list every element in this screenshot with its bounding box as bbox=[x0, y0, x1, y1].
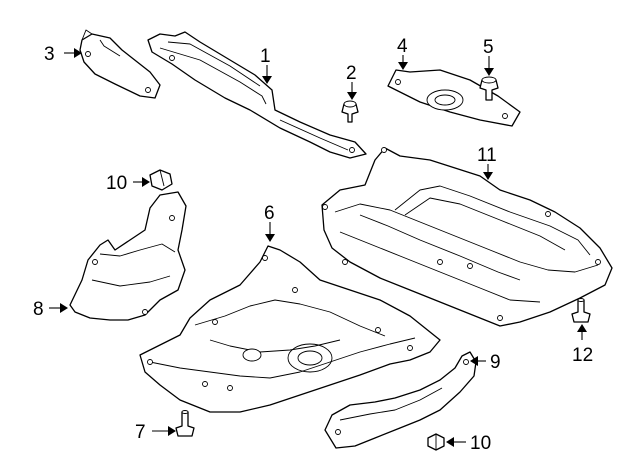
part-1-brace bbox=[147, 31, 367, 159]
callout-1: 1 bbox=[260, 46, 271, 67]
callout-12: 12 bbox=[572, 345, 593, 366]
callout-10-upper: 10 bbox=[106, 173, 127, 194]
part-5-bolt bbox=[479, 76, 499, 101]
part-4-plate bbox=[387, 69, 521, 127]
callout-labels: 1 2 3 4 5 6 7 8 9 10 10 11 12 bbox=[33, 36, 593, 454]
callout-2: 2 bbox=[346, 63, 357, 84]
callout-10-lower: 10 bbox=[470, 433, 491, 454]
part-7-bolt bbox=[175, 410, 195, 437]
part-3-bracket bbox=[79, 29, 161, 99]
callout-5: 5 bbox=[483, 37, 494, 58]
part-11-shield bbox=[321, 147, 613, 327]
callout-9: 9 bbox=[490, 352, 501, 373]
callout-11: 11 bbox=[477, 145, 497, 166]
callout-8: 8 bbox=[33, 299, 44, 320]
part-8-shield bbox=[69, 191, 187, 321]
callout-3: 3 bbox=[44, 44, 55, 65]
callout-6: 6 bbox=[264, 203, 275, 224]
part-6-lower-shield bbox=[139, 245, 441, 413]
part-12-bolt bbox=[571, 298, 591, 323]
callout-4: 4 bbox=[397, 36, 408, 57]
leader-lines bbox=[49, 48, 587, 447]
part-10-clip-upper bbox=[149, 169, 173, 191]
part-2-bolt bbox=[341, 100, 359, 123]
callout-7: 7 bbox=[135, 422, 146, 443]
part-9-shield bbox=[324, 351, 477, 449]
part-10-clip-lower bbox=[427, 433, 445, 451]
